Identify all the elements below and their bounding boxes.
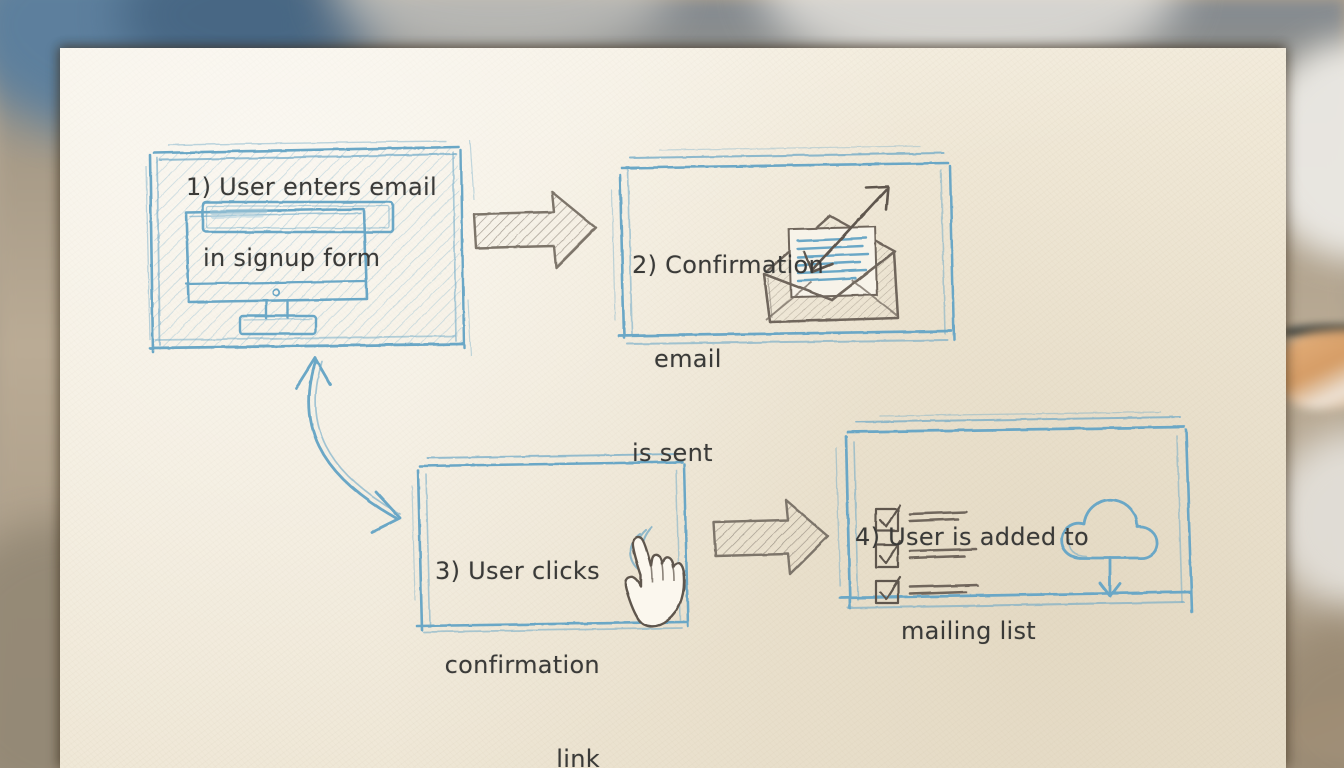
step-2-label: 2) Confirmation email is sent — [632, 188, 824, 531]
step-4-label-line2: mailing list — [901, 616, 1037, 645]
step-4-label-line1: 4) User is added to — [855, 523, 1089, 552]
step-1-label-line1: 1) User enters email — [186, 173, 437, 201]
open-envelope-with-letter-icon — [762, 185, 900, 324]
step-2-label-line2: email — [654, 344, 722, 373]
cloud-download-icon — [1060, 498, 1159, 598]
pointing-hand-cursor-icon — [624, 525, 686, 628]
arrow-1-to-2 — [472, 190, 598, 270]
arrow-1-to-3 — [294, 356, 402, 534]
step-1-box — [145, 139, 475, 357]
step-2-box — [611, 145, 956, 345]
checklist-icon — [874, 503, 980, 605]
arrow-3-to-4 — [712, 498, 830, 576]
step-3-label-line3: link — [556, 744, 600, 768]
step-1-label-line2: in signup form — [203, 244, 381, 272]
monitor-with-input-field-icon — [184, 200, 395, 336]
step-3-label-line2: confirmation — [444, 650, 600, 679]
step-4-box — [835, 411, 1194, 614]
step-4-label: 4) User is added to mailing list — [855, 460, 1089, 710]
step-2-label-line3: is sent — [632, 438, 713, 467]
step-2-label-line1: 2) Confirmation — [632, 251, 825, 280]
step-3-label: 3) User clicks confirmation link — [435, 494, 600, 768]
step-3-label-line1: 3) User clicks — [435, 557, 600, 586]
